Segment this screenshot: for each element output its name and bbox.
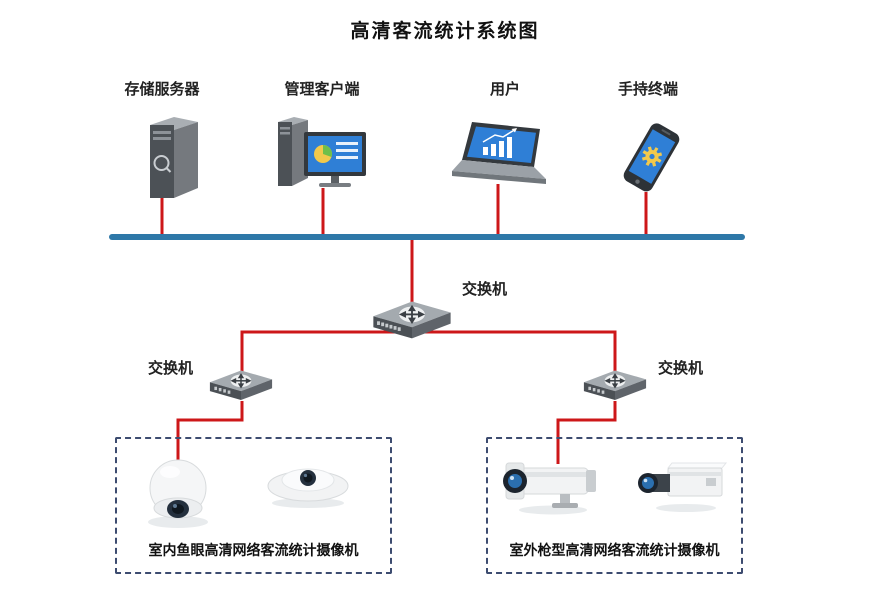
outdoor-camera-group-box: 室外枪型高清网络客流统计摄像机 [486,437,743,574]
bullet-camera-icon [503,462,596,515]
saucer-fisheye-camera-icon [267,468,349,508]
line-left-switch-to-indoor-cameras [176,401,244,462]
label-core-switch: 交换机 [462,281,508,298]
core-switch-icon [373,301,451,339]
label-left-switch: 交换机 [148,360,194,377]
left-switch-icon [209,370,273,401]
indoor-camera-caption: 室内鱼眼高清网络客流统计摄像机 [148,542,359,558]
label-handheld-terminal: 手持终端 [617,81,678,98]
indoor-camera-group-box: 室内鱼眼高清网络客流统计摄像机 [115,437,392,574]
line-right-switch-to-outdoor-cameras [556,401,617,464]
outdoor-camera-caption: 室外枪型高清网络客流统计摄像机 [509,542,720,558]
management-client-icon [278,117,366,187]
user-laptop-icon [452,122,546,184]
right-switch-icon [583,370,647,401]
dome-fisheye-camera-icon [148,459,208,528]
storage-server-icon [150,117,198,198]
label-right-switch: 交换机 [658,360,704,377]
diagram-title: 高清客流统计系统图 [350,21,540,42]
box-camera-icon [638,462,728,512]
label-storage-server: 存储服务器 [124,81,200,98]
label-management-client: 管理客户端 [284,81,360,98]
label-user: 用户 [489,81,520,98]
handheld-terminal-icon [623,123,680,192]
